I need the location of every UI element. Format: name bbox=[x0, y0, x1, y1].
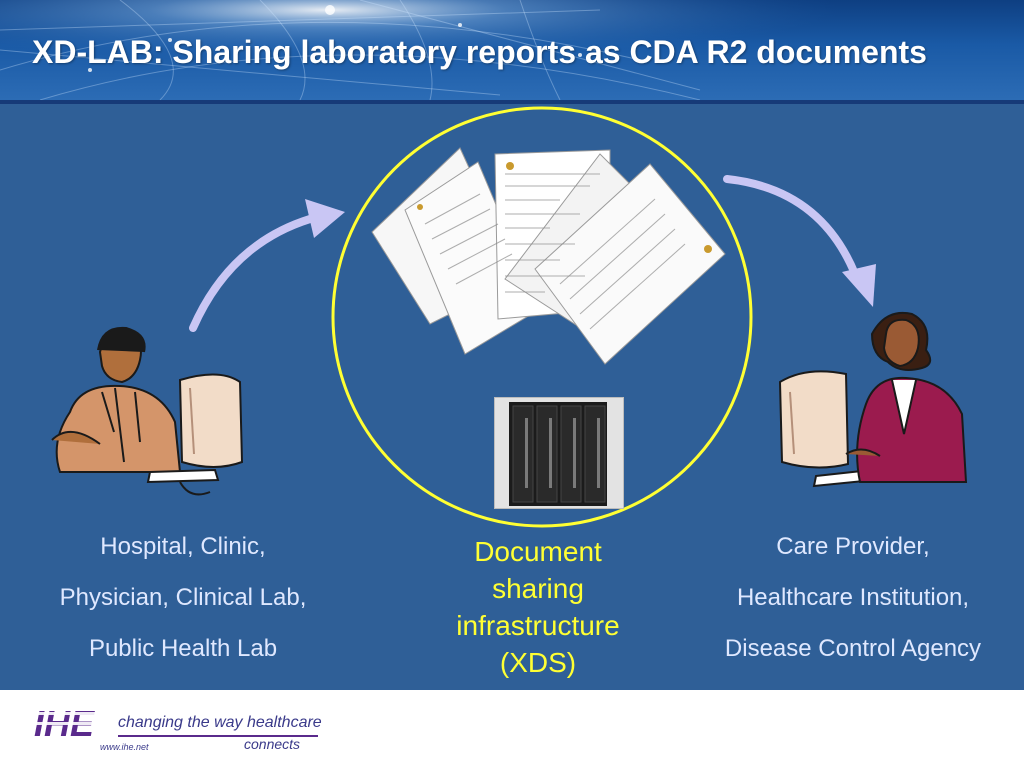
consumer-actors-label: Care Provider, Healthcare Institution, D… bbox=[690, 521, 1016, 674]
diagram-area: Hospital, Clinic, Physician, Clinical La… bbox=[0, 104, 1024, 690]
consumer-line-2: Healthcare Institution, bbox=[736, 584, 970, 611]
tagline-divider bbox=[118, 735, 318, 737]
consumer-line-1: Care Provider, bbox=[776, 533, 930, 560]
repository-circle bbox=[331, 106, 753, 528]
male-user-at-computer-icon bbox=[51, 326, 244, 496]
website-link[interactable]: www.ihe.net bbox=[100, 742, 149, 752]
tagline-connects: connects bbox=[244, 736, 301, 752]
globe-network-graphic bbox=[0, 0, 1024, 100]
repository-line-3: infrastructure bbox=[456, 610, 620, 641]
female-user-at-computer-icon bbox=[778, 312, 968, 488]
repository-line-2: sharing bbox=[492, 573, 584, 604]
lab-report-documents-icon bbox=[371, 147, 726, 365]
source-actors-label: Hospital, Clinic, Physician, Clinical La… bbox=[18, 521, 348, 674]
arrow-repository-to-consumer-icon bbox=[723, 175, 876, 307]
consumer-line-3: Disease Control Agency bbox=[724, 635, 982, 662]
source-line-3: Public Health Lab bbox=[88, 635, 278, 662]
source-line-1: Hospital, Clinic, bbox=[100, 533, 266, 560]
slide-header: XD-LAB: Sharing laboratory reports as CD… bbox=[0, 0, 1024, 100]
source-line-2: Physician, Clinical Lab, bbox=[59, 584, 307, 611]
tagline: changing the way healthcare bbox=[118, 714, 322, 731]
flow-arrows bbox=[189, 175, 876, 332]
slide-title: XD-LAB: Sharing laboratory reports as CD… bbox=[32, 34, 927, 70]
repository-label: Document sharing infrastructure (XDS) bbox=[424, 533, 652, 681]
repository-line-4: (XDS) bbox=[499, 647, 577, 678]
header-divider bbox=[0, 100, 1024, 104]
arrow-source-to-repository-icon bbox=[189, 199, 345, 332]
ihe-logo: IHE bbox=[32, 703, 102, 744]
slide-footer: IHE changing the way healthcare connects… bbox=[0, 690, 1024, 768]
server-rack-icon bbox=[494, 397, 624, 509]
repository-line-1: Document bbox=[474, 536, 602, 567]
